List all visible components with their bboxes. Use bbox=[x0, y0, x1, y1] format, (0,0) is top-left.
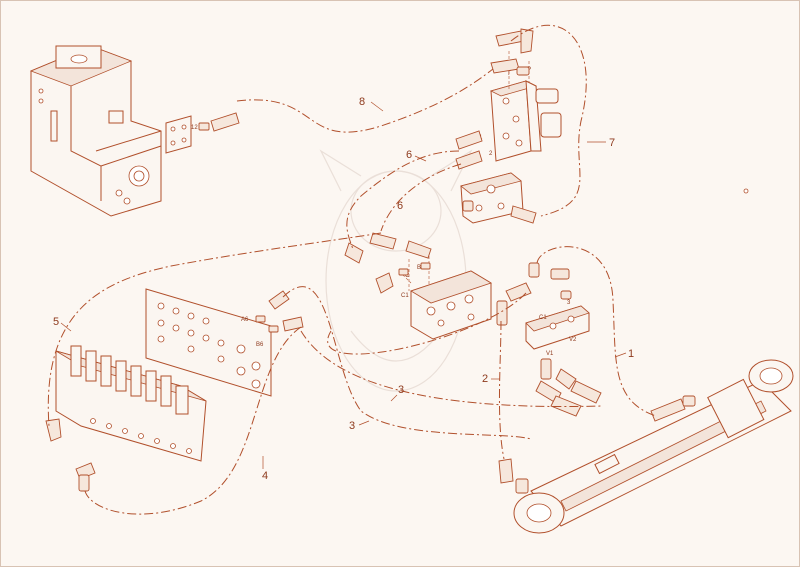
port-label-2: 2 bbox=[489, 151, 493, 157]
hose-3-lower bbox=[282, 286, 532, 440]
pump-unit bbox=[29, 45, 162, 217]
priority-valve: T P 1 2 bbox=[479, 51, 562, 162]
port-label-12: 12 bbox=[191, 125, 198, 131]
hose-lower-loop bbox=[327, 292, 527, 355]
callout-3-upper: 3 bbox=[398, 384, 404, 396]
callout-1: 1 bbox=[628, 348, 634, 360]
check-valve-block: C1 V1 V2 3 bbox=[496, 262, 602, 417]
hose-routes bbox=[47, 24, 657, 515]
port-label-c1-valve: C1 bbox=[539, 315, 547, 321]
control-valve-bank bbox=[45, 345, 207, 492]
hydraulic-cylinder bbox=[498, 359, 794, 534]
callout-6-lower: 6 bbox=[397, 200, 403, 212]
port-label-v2: V2 bbox=[569, 337, 577, 343]
callout-6-upper: 6 bbox=[406, 149, 412, 161]
fittings-hose-6 bbox=[344, 130, 483, 264]
callouts: 8 7 6 6 5 1 2 3 3 4 bbox=[53, 96, 634, 482]
callout-2: 2 bbox=[482, 373, 488, 385]
hose-5 bbox=[47, 232, 382, 427]
central-manifold: B1 C C1 bbox=[375, 256, 492, 340]
distributor-block bbox=[460, 172, 749, 224]
callout-7: 7 bbox=[609, 137, 615, 149]
hose-2 bbox=[498, 320, 505, 460]
port-label-c: C bbox=[405, 273, 410, 279]
top-fittings bbox=[490, 28, 534, 76]
callout-3-lower: 3 bbox=[349, 420, 355, 432]
callout-4: 4 bbox=[262, 470, 268, 482]
valve-ports bbox=[90, 418, 192, 454]
callout-5: 5 bbox=[53, 316, 59, 328]
callout-8: 8 bbox=[359, 96, 365, 108]
valve-sections bbox=[70, 345, 189, 415]
hose-7 bbox=[510, 24, 587, 217]
hose-4 bbox=[84, 326, 302, 515]
port-label-c1-manifold: C1 bbox=[401, 293, 409, 299]
hose-8 bbox=[236, 68, 494, 133]
hose-6-upper bbox=[346, 150, 460, 250]
hose-6-lower bbox=[380, 163, 462, 232]
port-label-b6: B6 bbox=[256, 342, 264, 348]
mounting-plate: A6 B6 bbox=[145, 288, 304, 397]
pump-connector-plate: 12 bbox=[165, 112, 240, 154]
port-label-a6: A6 bbox=[241, 317, 249, 323]
hose-3-upper bbox=[300, 330, 602, 408]
port-label-v1: V1 bbox=[546, 351, 554, 357]
port-label-3: 3 bbox=[567, 300, 571, 306]
watermark-mascot bbox=[319, 149, 473, 392]
plate-holes bbox=[157, 302, 261, 389]
hose-1 bbox=[536, 246, 657, 417]
